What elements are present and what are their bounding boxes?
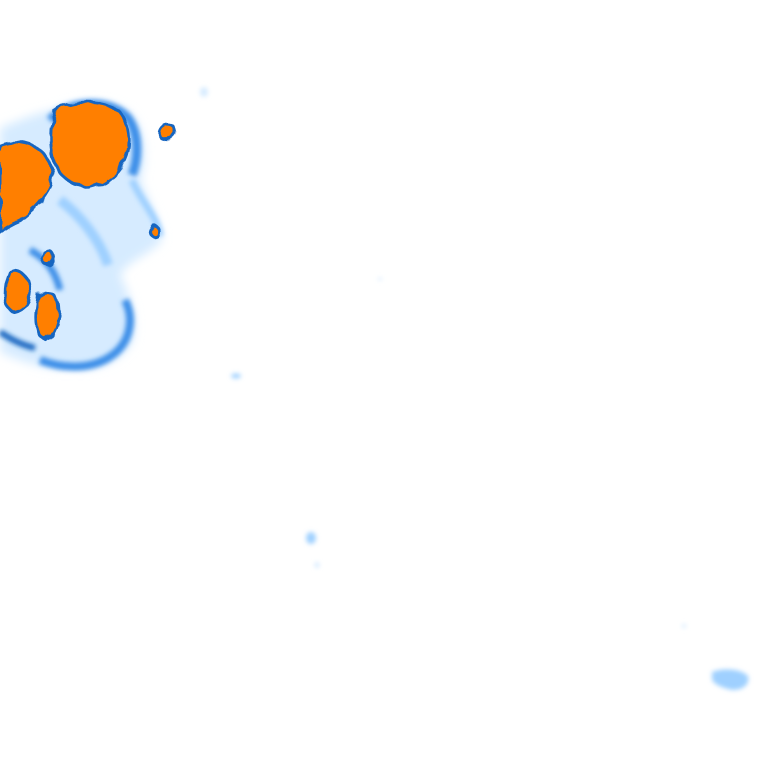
moderate-band-south: [38, 298, 134, 371]
isolated-echo-southeast: [712, 669, 749, 690]
storm-core-small-2: [148, 224, 161, 240]
isolated-echo-southeast-dot: [682, 624, 686, 628]
isolated-echoes: [200, 87, 749, 690]
small-cell-northeast: [156, 121, 178, 141]
moderate-band-west: [0, 329, 36, 351]
main-storm-cell-west: [0, 140, 54, 235]
isolated-echo-far-east: [378, 277, 382, 281]
isolated-echo-center-tail: [314, 562, 320, 568]
storm-core-small-1: [40, 249, 55, 267]
isolated-echo-center: [306, 532, 316, 544]
isolated-echo-small-east: [231, 373, 241, 379]
main-storm-cell-northwest: [49, 101, 131, 190]
isolated-echo-east: [200, 87, 208, 97]
heavy-cores: [0, 101, 178, 342]
light-inner-band: [56, 196, 113, 267]
storm-core-south-west: [3, 269, 32, 314]
storm-core-south: [34, 290, 60, 342]
